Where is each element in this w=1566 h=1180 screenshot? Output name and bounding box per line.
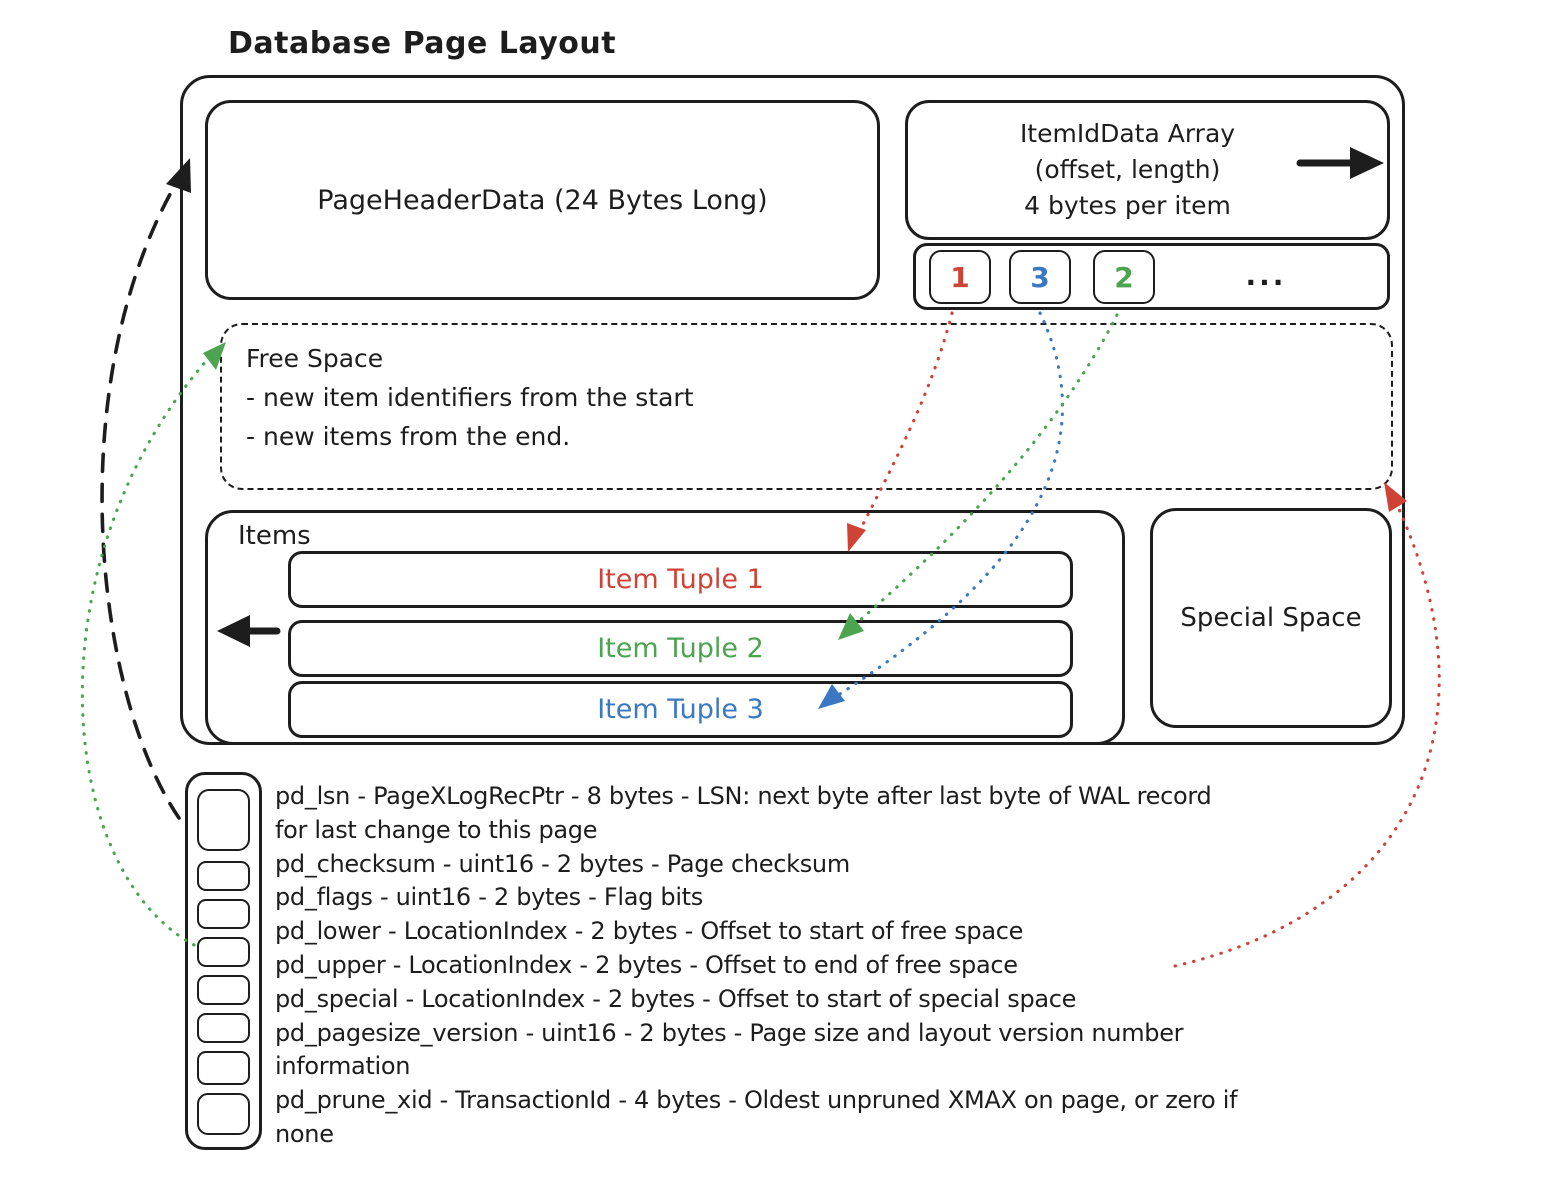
itemid-array-line2: (offset, length) — [1034, 155, 1221, 184]
header-struct-cell-pd-prune-xid — [197, 1093, 250, 1135]
free-space-note-2: - new items from the end. — [246, 422, 571, 451]
itemid-array-line1: ItemIdData Array — [1019, 119, 1236, 148]
header-struct-cell-pd-special — [197, 1013, 250, 1043]
itemid-ellipsis: ... — [1245, 258, 1287, 292]
free-space-note-1: - new item identifiers from the start — [246, 383, 694, 412]
header-struct-cell-pd-lsn — [197, 789, 250, 851]
item-tuple-row-2: Item Tuple 2 — [288, 620, 1073, 677]
legend-line: for last change to this page — [275, 815, 598, 844]
itemid-cell-1-label: 1 — [950, 260, 970, 294]
connector-struct-to-header — [100, 168, 186, 820]
page-header-label: PageHeaderData (24 Bytes Long) — [317, 184, 768, 216]
special-space-label: Special Space — [1180, 603, 1362, 633]
legend-line: pd_checksum - uint16 - 2 bytes - Page ch… — [275, 849, 850, 878]
legend-line: pd_lower - LocationIndex - 2 bytes - Off… — [275, 917, 1024, 946]
items-box: Items Item Tuple 1 Item Tuple 2 Item Tup… — [205, 510, 1125, 745]
legend-line: pd_upper - LocationIndex - 2 bytes - Off… — [275, 950, 1018, 979]
legend-line: none — [275, 1119, 334, 1148]
legend-line: pd_prune_xid - TransactionId - 4 bytes -… — [275, 1086, 1238, 1115]
header-struct-cell-pd-upper — [197, 975, 250, 1005]
legend-line: pd_flags - uint16 - 2 bytes - Flag bits — [275, 883, 703, 912]
itemid-array-label: ItemIdData Array (offset, length) 4 byte… — [938, 111, 1317, 229]
itemid-cell-1: 1 — [929, 250, 991, 304]
free-space-title: Free Space — [246, 344, 384, 373]
itemid-cell-2-label: 3 — [1030, 260, 1050, 294]
page-header-box: PageHeaderData (24 Bytes Long) — [205, 100, 880, 300]
item-tuple-row-3: Item Tuple 3 — [288, 681, 1073, 738]
free-space-box: Free Space - new item identifiers from t… — [220, 323, 1393, 490]
free-space-text: Free Space - new item identifiers from t… — [246, 339, 694, 456]
header-struct-cell-pd-pagesize-version — [197, 1051, 250, 1085]
legend-line: pd_special - LocationIndex - 2 bytes - O… — [275, 984, 1077, 1013]
item-tuple-row-1: Item Tuple 1 — [288, 551, 1073, 608]
itemid-cell-3-label: 2 — [1114, 260, 1134, 294]
legend: pd_lsn - PageXLogRecPtr - 8 bytes - LSN:… — [275, 780, 1238, 1152]
itemid-cell-2: 3 — [1009, 250, 1071, 304]
itemid-row: 1 3 2 ... — [913, 243, 1390, 310]
item-tuple-2-label: Item Tuple 2 — [597, 633, 764, 664]
header-struct-column — [185, 772, 262, 1150]
itemid-array-box: ItemIdData Array (offset, length) 4 byte… — [905, 100, 1390, 240]
item-tuple-1-label: Item Tuple 1 — [597, 564, 764, 595]
legend-line: pd_lsn - PageXLogRecPtr - 8 bytes - LSN:… — [275, 782, 1212, 810]
special-space-box: Special Space — [1150, 508, 1392, 728]
header-struct-cell-pd-lower — [197, 937, 250, 967]
itemid-array-line3: 4 bytes per item — [1024, 191, 1231, 220]
header-struct-cell-pd-checksum — [197, 861, 250, 891]
itemid-cell-3: 2 — [1093, 250, 1155, 304]
header-struct-cell-pd-flags — [197, 899, 250, 929]
items-label: Items — [238, 521, 311, 551]
legend-line: information — [275, 1052, 411, 1081]
legend-line: pd_pagesize_version - uint16 - 2 bytes -… — [275, 1018, 1184, 1047]
item-tuple-3-label: Item Tuple 3 — [597, 694, 764, 725]
page-title: Database Page Layout — [228, 26, 617, 61]
